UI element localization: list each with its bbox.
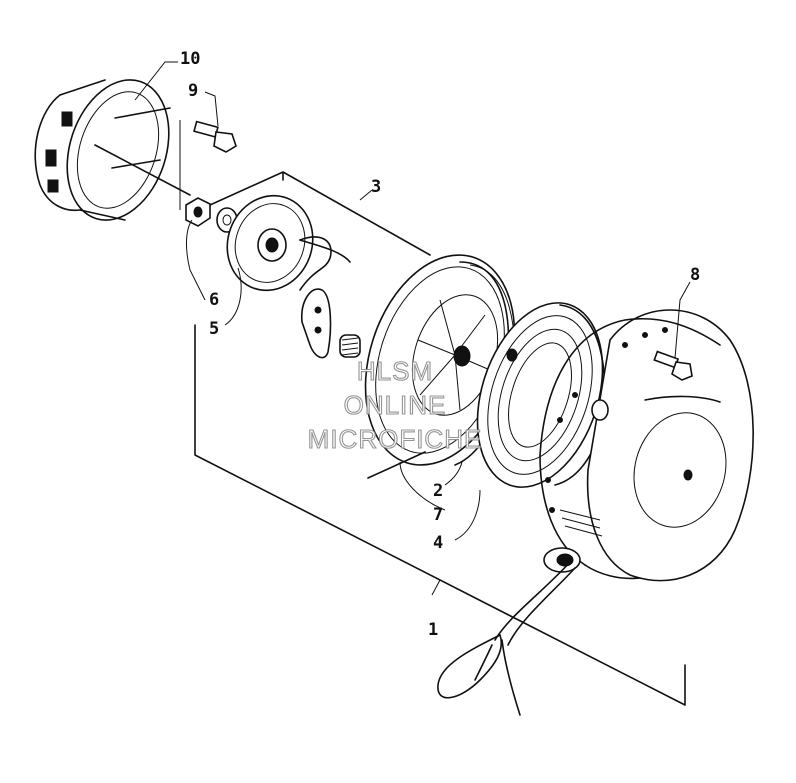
watermark-line-1: HLSM [357,356,433,386]
callout-5: 5 [209,319,219,339]
assembly-bracket-3 [209,171,431,256]
watermark-line-2: ONLINE [344,390,447,420]
callout-3: 3 [371,177,381,197]
callout-10: 10 [180,49,200,69]
callout-4: 4 [433,533,443,553]
pawl-part [301,288,332,359]
screw-part-8 [653,350,693,381]
starter-housing-part [539,309,754,582]
callout-labels: 10 9 3 8 6 5 2 7 4 1 [180,49,700,640]
pawl-spring-part [339,334,361,358]
pawl-plate-part [226,194,351,292]
nut-part-6 [185,197,211,227]
callout-2: 2 [433,481,443,501]
watermark-line-3: MICROFICHE [308,424,483,454]
callout-8: 8 [690,265,700,285]
callout-1: 1 [428,620,438,640]
leader-lines [134,61,691,596]
callout-6: 6 [209,290,219,310]
bolt-part-9 [179,120,237,210]
starter-rope-part [437,561,576,716]
starter-cup-part [34,79,191,221]
callout-7: 7 [433,505,443,525]
watermark: HLSM ONLINE MICROFICHE [307,355,483,454]
recoil-spring-part [476,302,606,488]
callout-9: 9 [188,81,198,101]
